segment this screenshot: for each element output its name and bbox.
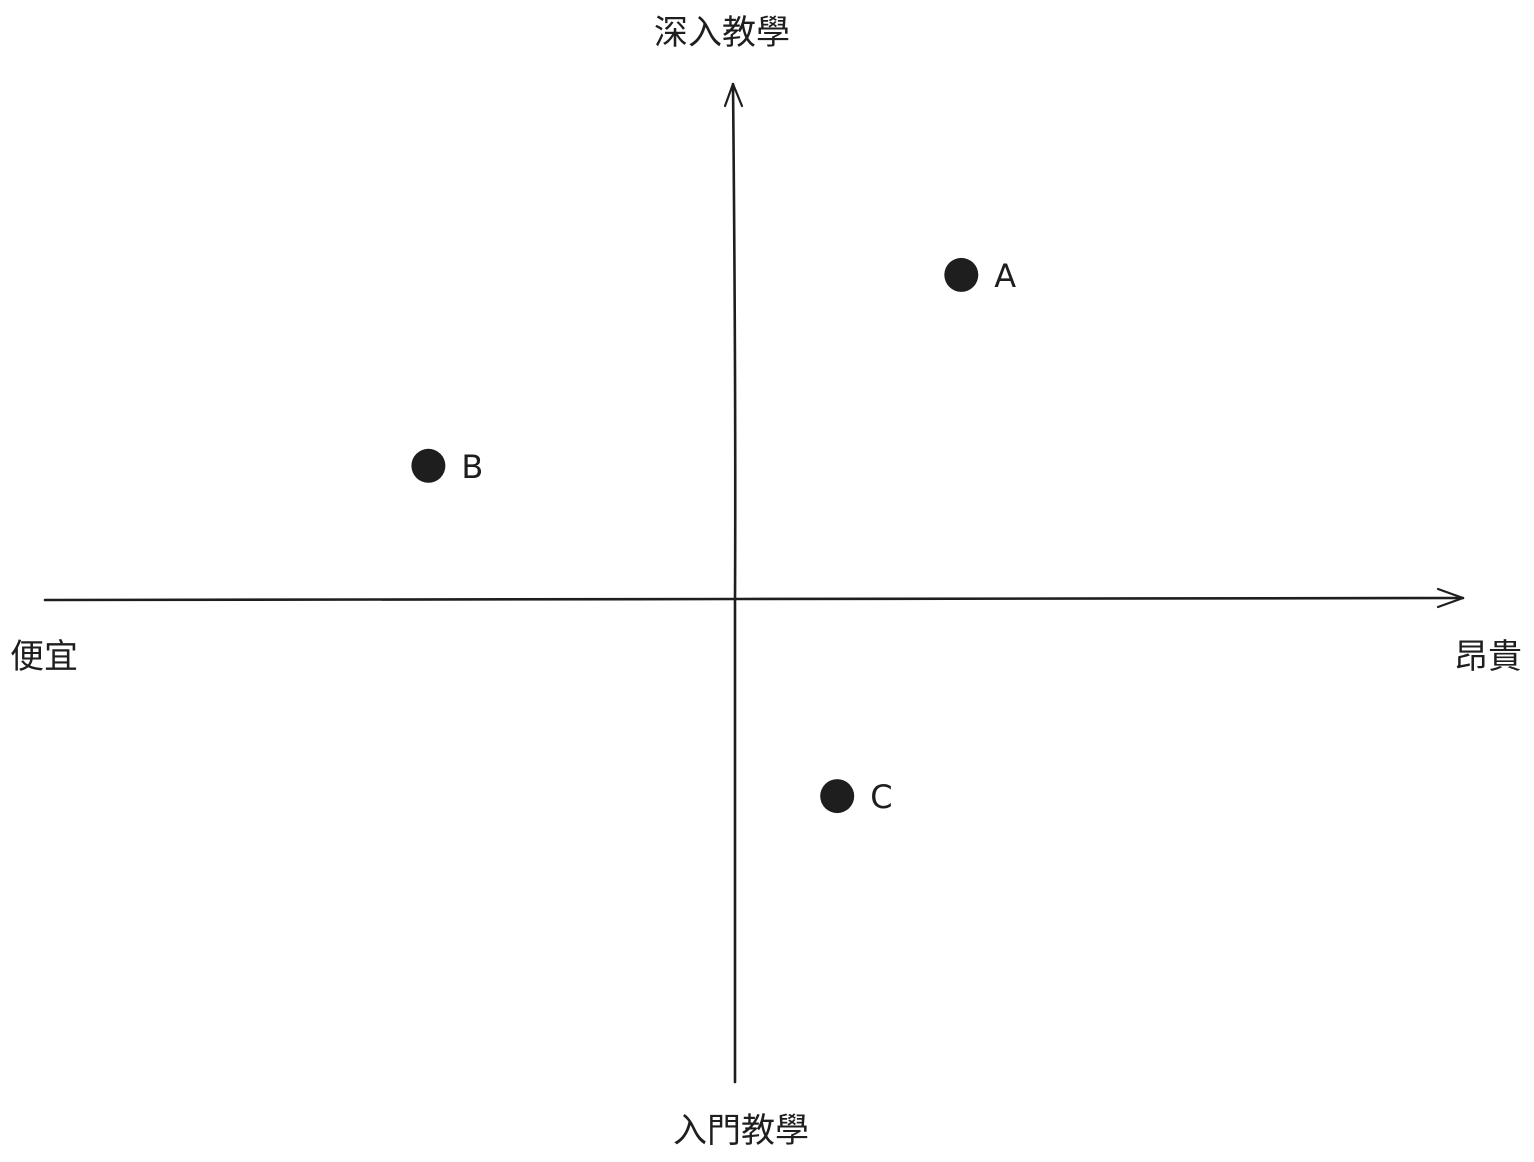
data-point-a [944,257,979,292]
y-positive-label: 深入教學 [654,13,790,53]
data-point-label-b: B [461,448,483,486]
data-point-b [411,448,446,483]
data-point-label-a: A [994,257,1016,295]
x-axis-line [43,596,1465,602]
y-axis-arrowhead [723,82,744,108]
axes [43,82,1465,1084]
data-point-label-c: C [870,778,892,816]
x-axis-arrowhead [1436,587,1465,609]
data-points: A B C [411,257,1016,816]
data-point-c [820,779,855,814]
x-negative-label: 便宜 [10,637,78,677]
y-axis-line [731,82,737,1084]
y-negative-label: 入門教學 [673,1111,809,1151]
axis-labels: 深入教學 入門教學 便宜 昂貴 [10,13,1522,1151]
x-positive-label: 昂貴 [1454,637,1522,677]
